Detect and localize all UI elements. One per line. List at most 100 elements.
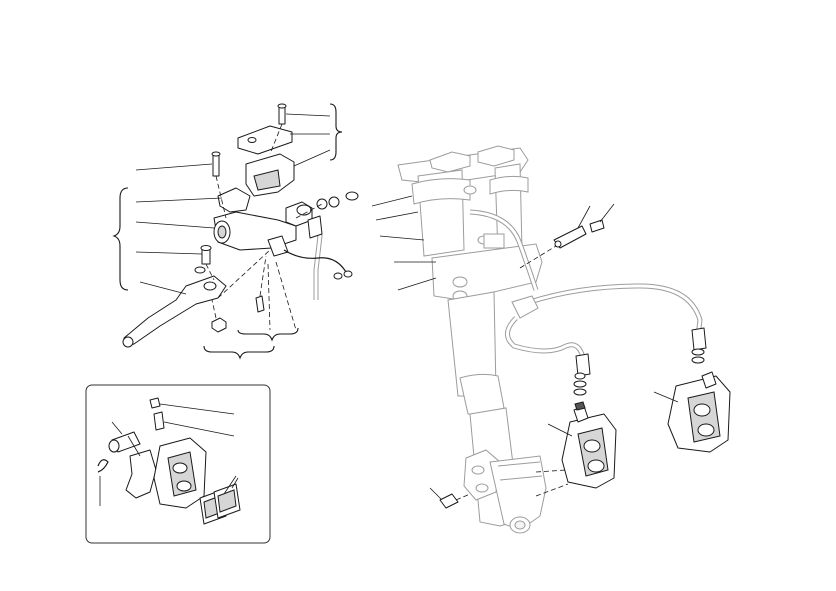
left-caliper-bleeder-cap — [574, 401, 586, 411]
clip-dash — [519, 245, 557, 269]
leader-inset-bracket — [127, 435, 141, 457]
fork-tube-left-cap — [411, 178, 471, 205]
lever-ball-end — [122, 336, 134, 348]
adjuster-screw — [255, 295, 265, 313]
left-caliper-piston-2 — [587, 459, 605, 473]
handlebar-clamp — [217, 187, 251, 213]
leader-clip — [577, 205, 591, 229]
leader-inset-cap — [159, 403, 235, 415]
hose-to-left-caliper — [505, 316, 587, 363]
fork-tube-right-top — [489, 175, 529, 195]
left-caliper-bolt-dash-2 — [535, 483, 569, 497]
master-cylinder-bore-inner — [217, 225, 227, 239]
inset-bleeder-cap — [149, 397, 161, 409]
reservoir-window — [253, 169, 281, 191]
reservoir-bolt-head — [211, 151, 221, 157]
leader-inset-valve — [163, 421, 235, 437]
left-washer-2 — [573, 380, 587, 388]
bracket-lever-group — [203, 345, 275, 360]
lever-nut — [211, 317, 227, 333]
leg-band-1 — [497, 461, 541, 467]
inset-mount-bracket — [125, 449, 157, 499]
left-washer-1 — [573, 388, 587, 396]
master-hose-fitting — [307, 215, 323, 239]
leader-inset-pin — [111, 421, 123, 435]
leader-left-caliper — [547, 423, 573, 437]
right-brake-caliper — [667, 348, 731, 453]
inset-pin-head — [108, 439, 120, 453]
leader-clamp — [135, 197, 223, 203]
leader-body — [135, 221, 215, 229]
left-banjo-bolt — [574, 372, 586, 380]
steering-stem-block — [483, 233, 505, 249]
upper-triple-clamp-top — [429, 151, 471, 173]
right-washer-2 — [691, 348, 705, 356]
outlet-washer-1 — [316, 198, 328, 210]
inset-bleeder-valve — [153, 411, 165, 431]
banjo-fitting-right — [691, 327, 707, 351]
fork-slider-left — [459, 373, 505, 415]
leader-inset-pad-1 — [223, 475, 237, 495]
switch-cable — [283, 249, 347, 273]
caliper-detail-inset — [85, 384, 271, 544]
bracket-master-group — [112, 187, 129, 291]
leader-fork-2 — [375, 211, 419, 221]
right-caliper-bleeder — [701, 371, 717, 389]
leader-fork-1 — [371, 195, 413, 207]
inset-retaining-clip — [97, 459, 109, 473]
mount-hole-upper — [471, 465, 485, 475]
callout-leaders — [135, 113, 679, 503]
mount-hole-lower — [475, 483, 489, 493]
switch-connector-2 — [333, 272, 343, 280]
guide-2 — [267, 263, 271, 331]
front-fork — [397, 145, 547, 534]
inset-piston-1 — [172, 462, 188, 474]
axis-screw — [259, 255, 267, 297]
leader-pivot-bolt — [135, 251, 203, 255]
switch-connector-1 — [343, 270, 353, 278]
leader-lever — [139, 281, 187, 295]
outlet-washer-2 — [328, 196, 340, 208]
pivot-washer — [194, 266, 206, 274]
outlet-banjo-bolt — [345, 191, 359, 201]
right-caliper-piston-2 — [697, 423, 715, 437]
hose-clip-eye — [554, 240, 562, 248]
caliper-mount-bolt — [439, 493, 471, 509]
left-caliper-bolt-dash — [535, 469, 567, 473]
axis-lever — [217, 249, 271, 299]
axis-nut — [211, 299, 217, 319]
front-brake-master-cylinder-assembly — [122, 103, 359, 348]
brake-lever — [123, 275, 227, 347]
axis-outlet — [295, 203, 323, 219]
hose-distributor — [511, 295, 539, 319]
leader-inset-pad-2 — [231, 477, 239, 489]
reservoir-cap-screw-head — [277, 103, 287, 109]
lever-pivot — [203, 281, 217, 291]
leader-clip-screw — [599, 203, 615, 223]
inset-brake-pad-2-friction — [217, 489, 237, 513]
right-caliper-piston-1 — [693, 403, 711, 417]
guide-1 — [275, 261, 297, 331]
reservoir-bolt — [212, 153, 220, 177]
left-caliper-piston-1 — [583, 439, 601, 453]
inset-piston-2 — [176, 480, 192, 492]
axle-lug — [489, 455, 547, 531]
reservoir-cap — [237, 125, 293, 155]
clamp-bolt-1 — [452, 276, 468, 288]
leader-fork-3 — [379, 235, 425, 241]
right-washer-1 — [691, 356, 705, 364]
left-brake-caliper — [535, 372, 617, 497]
axis-cap-screw — [269, 123, 283, 155]
axis-reservoir-bolt — [215, 175, 227, 219]
pivot-bolt-head — [200, 245, 212, 251]
banjo-fitting-left — [575, 353, 591, 377]
assembly-brackets — [112, 103, 343, 360]
axis-pivot — [205, 263, 215, 281]
bracket-reservoir-group — [329, 103, 343, 161]
bracket-switch-group — [237, 327, 299, 342]
brake-hoses — [469, 209, 707, 377]
leader-right-caliper — [653, 391, 679, 403]
leader-cap-screw — [285, 113, 331, 117]
leader-reservoir-bolt — [135, 163, 213, 171]
